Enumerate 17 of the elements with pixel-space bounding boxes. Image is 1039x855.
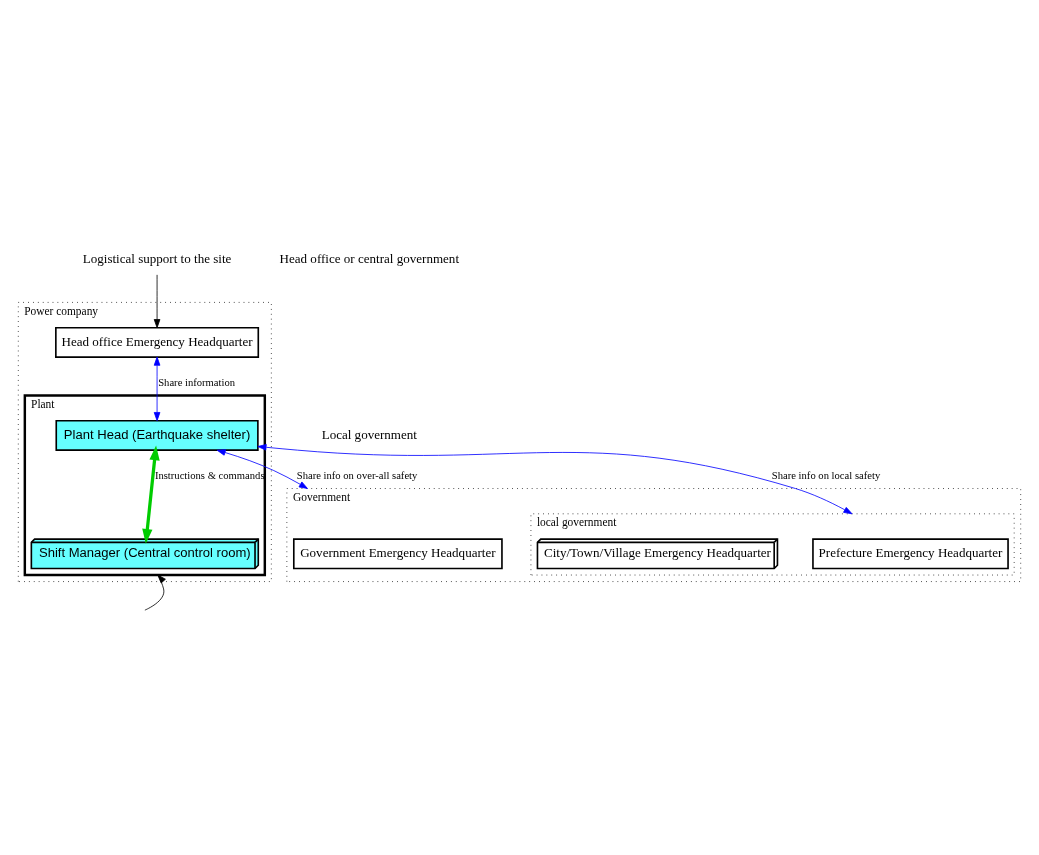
node-box: Plant Head (Earthquake shelter) — [55, 419, 259, 451]
label: Head office or central government — [279, 250, 460, 266]
arrow — [216, 448, 308, 489]
node-box: Head office Emergency Headquarter — [55, 326, 260, 358]
edge-label: Instructions & commands — [154, 469, 265, 481]
node-box: Prefecture Emergency Headquarter — [812, 537, 1009, 569]
node-text: Logistical support to the site — [82, 250, 232, 266]
edge-label: Share information — [158, 376, 236, 388]
edge-label: Share info on over-all safety — [296, 469, 418, 481]
arrow — [142, 444, 160, 544]
arrow — [257, 443, 853, 514]
arrow — [153, 356, 161, 421]
node-box: Government Emergency Headquarter — [293, 537, 503, 569]
arrow — [144, 574, 166, 611]
label: Local government — [321, 426, 417, 442]
edge-label: Share info on local safety — [771, 469, 881, 481]
arrow — [153, 273, 161, 328]
